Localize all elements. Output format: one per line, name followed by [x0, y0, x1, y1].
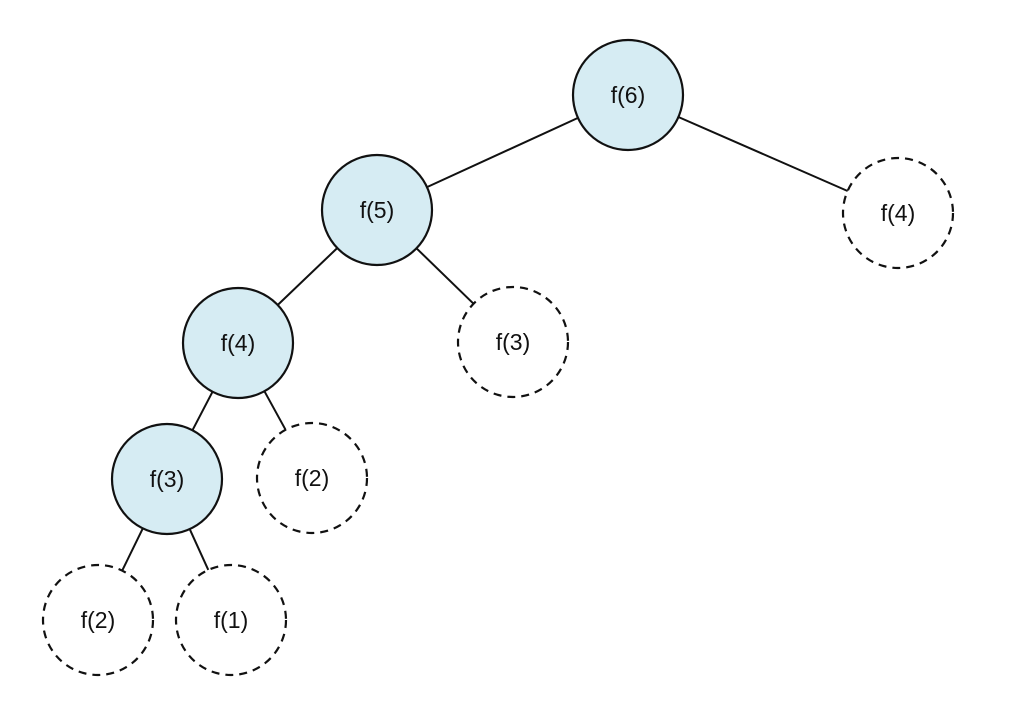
node-circle-f6 — [571, 38, 685, 152]
node-label-f3: f(3) — [150, 466, 185, 492]
node-f4-right: f(4) — [841, 156, 955, 270]
node-f3: f(3) — [110, 422, 224, 536]
node-circle-f4 — [181, 286, 295, 400]
edge-f5-to-f4 — [276, 247, 339, 306]
node-f2-right: f(2) — [255, 421, 369, 535]
node-f5: f(5) — [320, 153, 434, 267]
node-label-f2-right: f(2) — [295, 465, 330, 491]
node-f6: f(6) — [571, 38, 685, 152]
node-f2: f(2) — [41, 563, 155, 677]
tree-nodes: f(6) f(5) f(4) f(4) f(3) f(3) f(2) f(2) f(1) — [41, 38, 955, 677]
node-circle-f3 — [110, 422, 224, 536]
node-label-f5: f(5) — [360, 197, 395, 223]
node-f1: f(1) — [174, 563, 288, 677]
tree-edges — [121, 116, 849, 572]
edge-f3-to-f1 — [188, 528, 210, 571]
node-label-f3-right: f(3) — [496, 329, 531, 355]
node-label-f6: f(6) — [611, 82, 646, 108]
node-label-f1: f(1) — [214, 607, 249, 633]
edge-f4-to-f2-right — [263, 390, 287, 431]
node-label-f4-right: f(4) — [881, 200, 916, 226]
node-circle-f5 — [320, 153, 434, 267]
edge-f6-to-f5 — [426, 116, 579, 189]
edge-f5-to-f3-right — [415, 247, 475, 305]
edge-f4-to-f3 — [191, 390, 214, 432]
node-f4: f(4) — [181, 286, 295, 400]
node-circle-f4-right — [841, 156, 955, 270]
node-circle-f3-right — [456, 285, 570, 399]
node-f3-right: f(3) — [456, 285, 570, 399]
node-label-f2: f(2) — [81, 607, 116, 633]
edge-f3-to-f2 — [121, 527, 144, 572]
node-circle-f2-right — [255, 421, 369, 535]
node-circle-f1 — [174, 563, 288, 677]
edge-f6-to-f4-right — [677, 116, 849, 192]
node-circle-f2 — [41, 563, 155, 677]
node-label-f4: f(4) — [221, 330, 256, 356]
